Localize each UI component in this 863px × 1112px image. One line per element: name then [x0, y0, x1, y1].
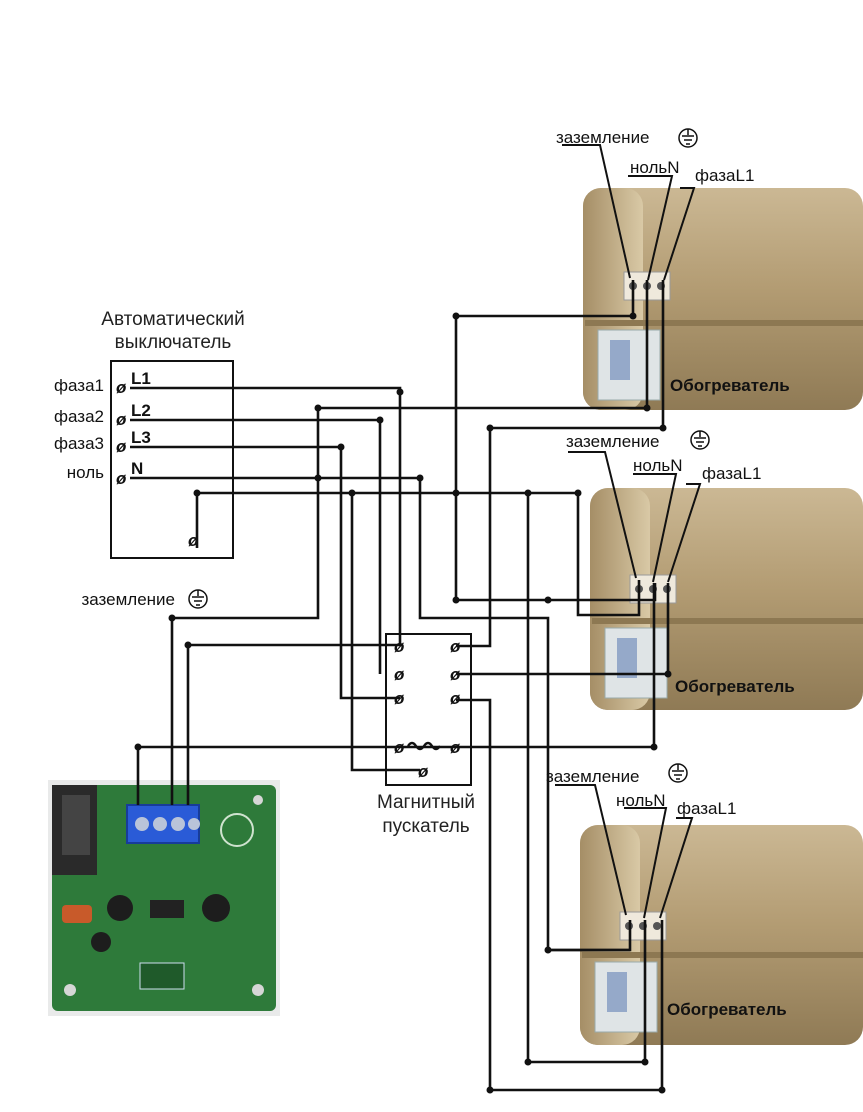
thermostat-board	[48, 780, 280, 1016]
svg-text:ø: ø	[116, 410, 127, 429]
ground-icon	[690, 430, 710, 450]
svg-text:ø: ø	[116, 469, 127, 488]
svg-text:ø: ø	[116, 378, 127, 397]
breaker-row-name: фаза1	[54, 376, 104, 395]
heater-neutral-label: нольN	[633, 456, 683, 475]
breaker-terminal-label: L2	[131, 401, 151, 420]
heater-ground-label: заземление	[566, 432, 660, 451]
heater-phase-label: фазаL1	[702, 464, 761, 483]
heater-phase-label: фазаL1	[695, 166, 754, 185]
svg-text:ø: ø	[450, 689, 461, 708]
breaker-title-line1: Автоматический	[101, 309, 244, 330]
heater-2	[590, 488, 863, 710]
svg-text:ø: ø	[394, 689, 405, 708]
breaker-ground-label: заземление	[81, 590, 175, 609]
ground-icon	[668, 763, 688, 783]
heater-neutral-label: нольN	[630, 158, 680, 177]
breaker-row-name: ноль	[67, 463, 104, 482]
svg-text:ø: ø	[188, 531, 199, 550]
svg-text:ø: ø	[450, 665, 461, 684]
heater-ground-label: заземление	[556, 128, 650, 147]
ground-icon	[678, 128, 698, 148]
breaker-terminal-label: L3	[131, 428, 151, 447]
breaker-terminals: ø ø ø ø ø	[116, 378, 199, 550]
heater-name: Обогреватель	[675, 677, 795, 696]
svg-text:ø: ø	[394, 665, 405, 684]
breaker-row-name: фаза2	[54, 407, 104, 426]
heater-ground-label: заземление	[546, 767, 640, 786]
svg-text:ø: ø	[394, 738, 405, 757]
contactor-label-line1: Магнитный	[377, 792, 475, 813]
ground-icons	[188, 128, 710, 783]
breaker-terminal-label: N	[131, 459, 143, 478]
breaker-title-line2: выключатель	[115, 332, 232, 353]
svg-text:ø: ø	[418, 762, 429, 781]
breaker-terminal-label: L1	[131, 369, 151, 388]
svg-text:ø: ø	[394, 637, 405, 656]
ground-icon	[188, 589, 208, 609]
junction-dots	[134, 312, 672, 1094]
wires	[130, 144, 702, 1092]
svg-text:ø: ø	[450, 738, 461, 757]
breaker-row-name: фаза3	[54, 434, 104, 453]
breaker-box	[110, 360, 234, 559]
heater-name: Обогреватель	[670, 376, 790, 395]
heater-neutral-label: нольN	[616, 791, 666, 810]
svg-text:ø: ø	[116, 437, 127, 456]
svg-text:ø: ø	[450, 637, 461, 656]
heater-name: Обогреватель	[667, 1000, 787, 1019]
contactor-box	[385, 633, 472, 786]
heater-phase-label: фазаL1	[677, 799, 736, 818]
contactor-label-line2: пускатель	[382, 816, 469, 837]
